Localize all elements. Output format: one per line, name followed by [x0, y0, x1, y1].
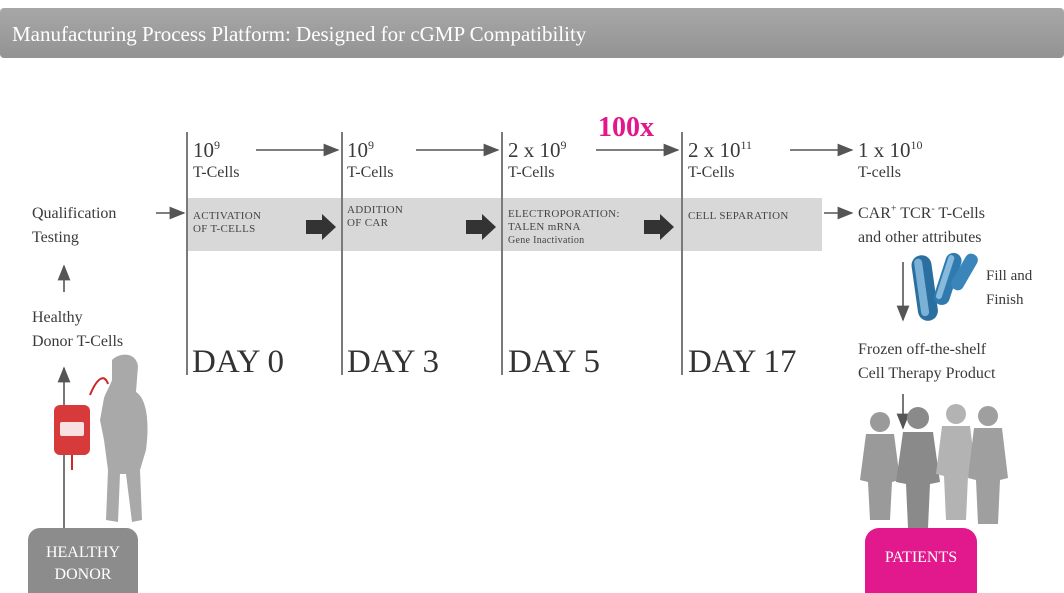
timeline-divider-day17 [681, 132, 683, 375]
cell-label-day5: T-Cells [508, 164, 555, 181]
step-electroporation: ELECTROPORATION:TALEN mRNA Gene Inactiva… [508, 208, 620, 246]
patients-badge-label: PATIENTS [884, 549, 958, 566]
cell-count-final: 1 x 1010 [858, 138, 923, 162]
header-bar [0, 8, 1064, 58]
timeline-divider-day5 [501, 132, 503, 375]
process-band [187, 198, 822, 251]
cell-label-day17: T-Cells [688, 164, 735, 181]
step-arrow-3 [644, 214, 674, 240]
healthy-donor-badge [28, 528, 138, 593]
day-label-17: DAY 17 [688, 344, 797, 380]
day-label-0: DAY 0 [192, 344, 284, 380]
cell-label-day0: T-Cells [193, 164, 240, 181]
cell-count-day0: 109 [193, 138, 220, 162]
cell-label-final: T-cells [858, 164, 901, 181]
car-tcr-tcells: CAR+ TCR- T-Cells and other attributes [858, 203, 985, 246]
timeline-divider-day0 [186, 132, 188, 375]
day-label-5: DAY 5 [508, 344, 600, 380]
timeline-divider-day3 [341, 132, 343, 375]
cell-label-day3: T-Cells [347, 164, 394, 181]
expansion-multiplier: 100x [598, 112, 654, 143]
page-title: Manufacturing Process Platform: Designed… [12, 22, 587, 46]
donor-illustration [54, 354, 148, 522]
cell-count-day5: 2 x 109 [508, 138, 567, 162]
cell-count-day3: 109 [347, 138, 374, 162]
step-arrow-1 [306, 214, 336, 240]
cell-count-day17: 2 x 1011 [688, 138, 753, 162]
patients-illustration [860, 404, 1008, 528]
day-label-3: DAY 3 [347, 344, 439, 380]
patients-badge [865, 528, 977, 593]
step-cell-separation: CELL SEPARATION [688, 210, 789, 222]
step-arrow-2 [466, 214, 496, 240]
test-tubes-illustration [911, 252, 978, 321]
